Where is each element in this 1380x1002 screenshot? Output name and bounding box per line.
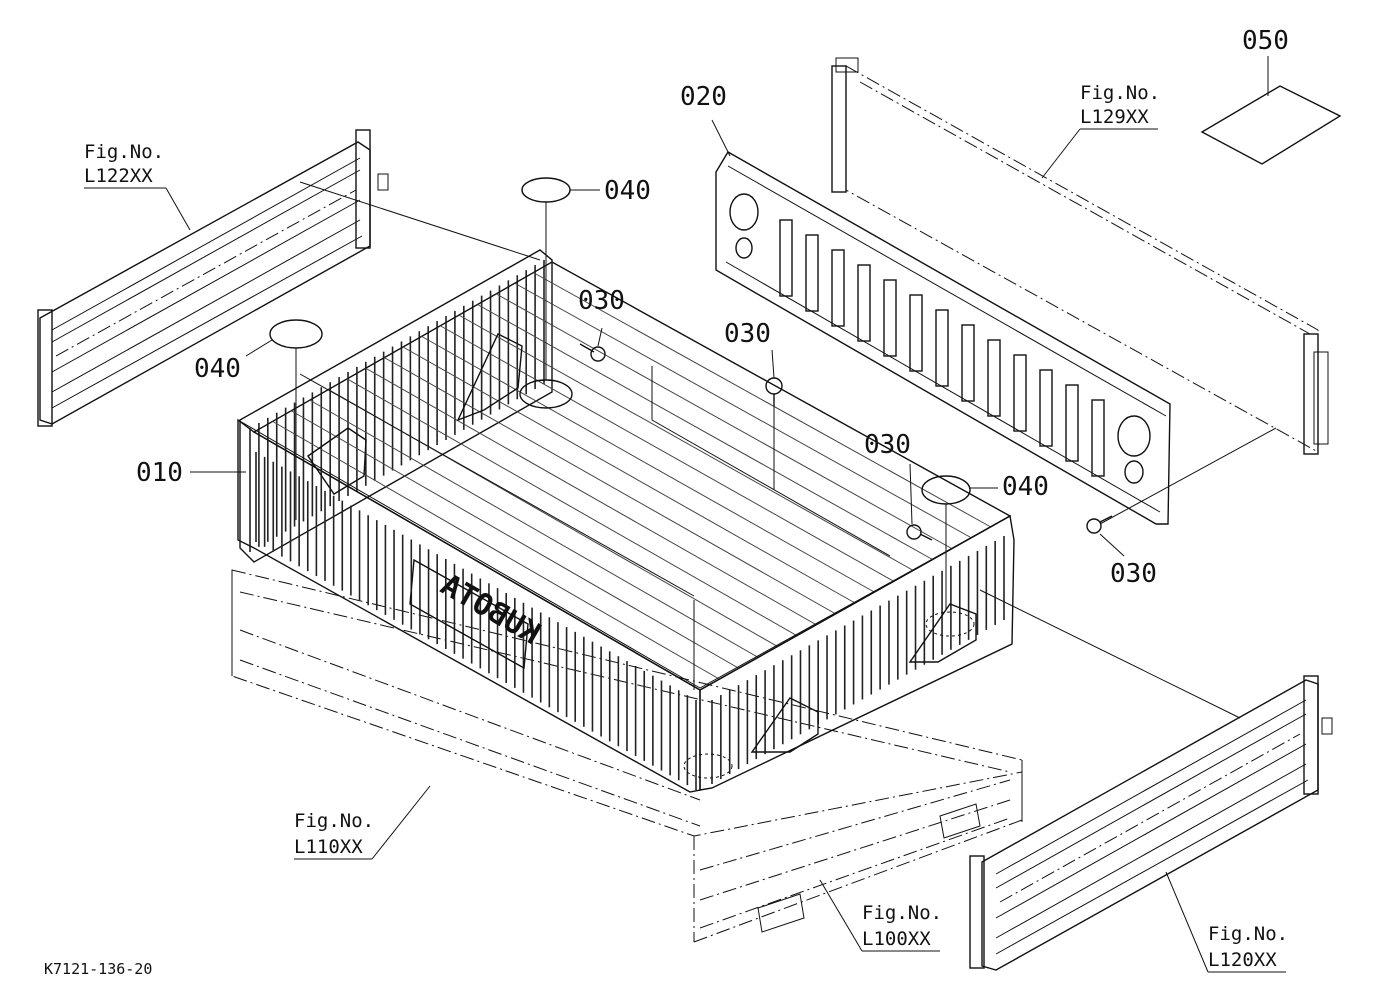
assembly-lines [295, 181, 1277, 719]
ref-l120: Fig.No. L120XX [1165, 871, 1288, 973]
hatch-line [365, 367, 817, 626]
left-side-panel [37, 129, 389, 427]
cap-040-top [521, 177, 571, 203]
tailgate-slot [1065, 384, 1079, 462]
hatch-line [533, 272, 991, 528]
cargo-bed: KUBOTA [237, 249, 1015, 793]
right-side-panel [969, 675, 1333, 971]
tailgate-panel [715, 151, 1171, 525]
svg-text:Fig.No.: Fig.No. [294, 810, 374, 832]
hatch-line [402, 346, 856, 604]
svg-text:L129XX: L129XX [1080, 106, 1149, 128]
hatch-line [421, 335, 875, 593]
kubota-embossing: KUBOTA [435, 567, 546, 651]
label-020: 020 [680, 82, 727, 112]
hatch-line [440, 325, 894, 582]
svg-text:L120XX: L120XX [1208, 949, 1277, 971]
hatch-line [514, 282, 972, 539]
bolt-030-a [579, 343, 606, 362]
decal-sheet [1200, 85, 1342, 165]
tailgate-slot [909, 294, 923, 372]
svg-text:Fig.No.: Fig.No. [1208, 923, 1288, 945]
ref-l110: Fig.No. L110XX [294, 785, 431, 860]
label-040-left: 040 [194, 354, 241, 384]
svg-text:Fig.No.: Fig.No. [862, 902, 942, 924]
tailgate-slot [1091, 399, 1105, 477]
hatch-line [495, 293, 953, 550]
tailgate-slot [935, 309, 949, 387]
ref-l122: Fig.No. L122XX [84, 141, 191, 231]
svg-text:Fig.No.: Fig.No. [84, 141, 164, 163]
hatch-line [384, 357, 836, 615]
tailgate-slot [831, 249, 845, 327]
svg-text:Fig.No.: Fig.No. [1080, 82, 1160, 104]
tailgate-slot [779, 219, 793, 297]
bolt-030-c [906, 524, 933, 541]
hatch-line [477, 304, 933, 560]
ref-l129: Fig.No. L129XX [1041, 82, 1160, 179]
tailgate-slot [1013, 354, 1027, 432]
hatch-line [309, 399, 759, 658]
hatch-line [346, 378, 798, 637]
label-030-b: 030 [724, 319, 771, 349]
figure-references: Fig.No. L122XX Fig.No. L129XX Fig.No. L1… [84, 82, 1288, 973]
hatch-line [458, 314, 914, 571]
callouts: 010 020 030 030 030 030 040 040 040 050 [136, 26, 1289, 589]
rear-reinforcement-panel [831, 57, 1329, 455]
tailgate-slot [883, 279, 897, 357]
tailgate-slots [779, 219, 1105, 477]
label-030-a: 030 [578, 286, 625, 316]
tailgate-slot [987, 339, 1001, 417]
label-010: 010 [136, 458, 183, 488]
svg-text:L122XX: L122XX [84, 165, 153, 187]
bed-frame [231, 569, 1023, 943]
label-040-top: 040 [604, 176, 651, 206]
svg-text:L100XX: L100XX [862, 928, 931, 950]
hatch-line [272, 420, 720, 680]
cap-040-left [269, 319, 323, 349]
tailgate-slot [961, 324, 975, 402]
label-050: 050 [1242, 26, 1289, 56]
bolt-030-d [1086, 515, 1113, 534]
tailgate-slot [1039, 369, 1053, 447]
tailgate-slot [805, 234, 819, 312]
label-040-right: 040 [1002, 472, 1049, 502]
label-030-c: 030 [864, 430, 911, 460]
drawing-code: K7121-136-20 [44, 960, 152, 978]
label-030-d: 030 [1110, 559, 1157, 589]
ref-l100: Fig.No. L100XX [819, 879, 942, 952]
tailgate-slot [857, 264, 871, 342]
svg-text:L110XX: L110XX [294, 836, 363, 858]
